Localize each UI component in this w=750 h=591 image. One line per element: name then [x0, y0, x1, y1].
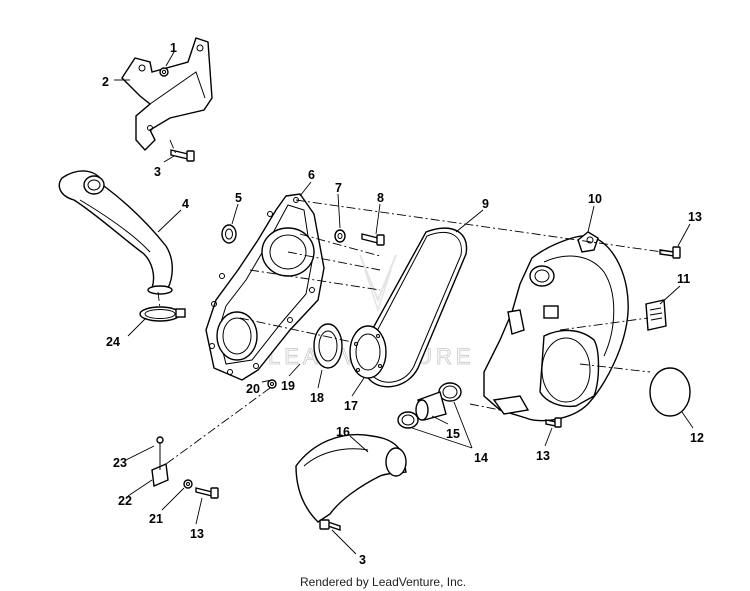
callout-22: 22	[118, 494, 132, 508]
washer-part-7	[334, 229, 346, 243]
bolt-part-13-upper	[659, 246, 681, 259]
grommet-part	[221, 224, 237, 244]
callout-23: 23	[113, 456, 127, 470]
callout-6: 6	[308, 168, 315, 182]
callout-17: 17	[344, 399, 358, 413]
callout-15: 15	[446, 427, 460, 441]
seal-part	[313, 323, 343, 369]
callout-4: 4	[182, 197, 189, 211]
callout-2: 2	[102, 75, 109, 89]
clamp-part	[139, 306, 186, 322]
callout-3: 3	[154, 165, 161, 179]
label-decal-part	[645, 299, 667, 331]
callout-16: 16	[336, 425, 350, 439]
callout-10: 10	[588, 192, 602, 206]
callout-11-label: 11	[677, 272, 690, 286]
leader-lines	[114, 51, 694, 555]
callout-1: 1	[170, 41, 177, 55]
bolt-part-13-lower	[545, 417, 562, 428]
bolt-part-upper	[170, 149, 195, 162]
callout-13-upper: 13	[688, 210, 702, 224]
gasket-disc-part	[649, 367, 691, 417]
callout-18: 18	[310, 391, 324, 405]
callout-8: 8	[377, 191, 384, 205]
callout-12: 12	[690, 431, 704, 445]
callout-3-lower: 3	[359, 553, 366, 567]
intake-duct-part	[58, 170, 173, 295]
alignment-lines	[157, 139, 663, 465]
callout-13-bottom: 13	[190, 527, 204, 541]
washer-part-21	[183, 479, 193, 489]
bolt-part-8	[361, 233, 385, 246]
washer-part-20	[267, 379, 277, 389]
callout-labels: 1 2 3 4 5 6 7 8 9 10 11 11 12 13 13 13 1…	[102, 41, 704, 567]
bolt-part-13-bottom	[195, 487, 219, 499]
inner-cover-part	[205, 193, 325, 381]
nut-part	[159, 67, 169, 77]
callout-9: 9	[482, 197, 489, 211]
callout-13-lower: 13	[536, 449, 550, 463]
outer-cover-part	[483, 231, 629, 422]
callout-14: 14	[474, 451, 488, 465]
fastener-part-23	[156, 436, 164, 470]
bracket-part-22	[151, 462, 169, 488]
callout-7: 7	[335, 181, 342, 195]
bolt-part-lower	[319, 519, 341, 531]
callout-24: 24	[106, 335, 120, 349]
footer-credit: Rendered by LeadVenture, Inc.	[300, 575, 466, 589]
lower-duct-part	[295, 434, 407, 523]
callout-5: 5	[235, 191, 242, 205]
callout-19: 19	[281, 379, 295, 393]
watermark-logo	[359, 254, 397, 313]
sprocket-part	[349, 325, 387, 379]
callout-20: 20	[246, 382, 260, 396]
callout-21: 21	[149, 512, 163, 526]
sleeve-part-15	[415, 391, 447, 421]
clamp-part-14-lower	[397, 411, 419, 429]
bracket-part	[121, 37, 213, 152]
